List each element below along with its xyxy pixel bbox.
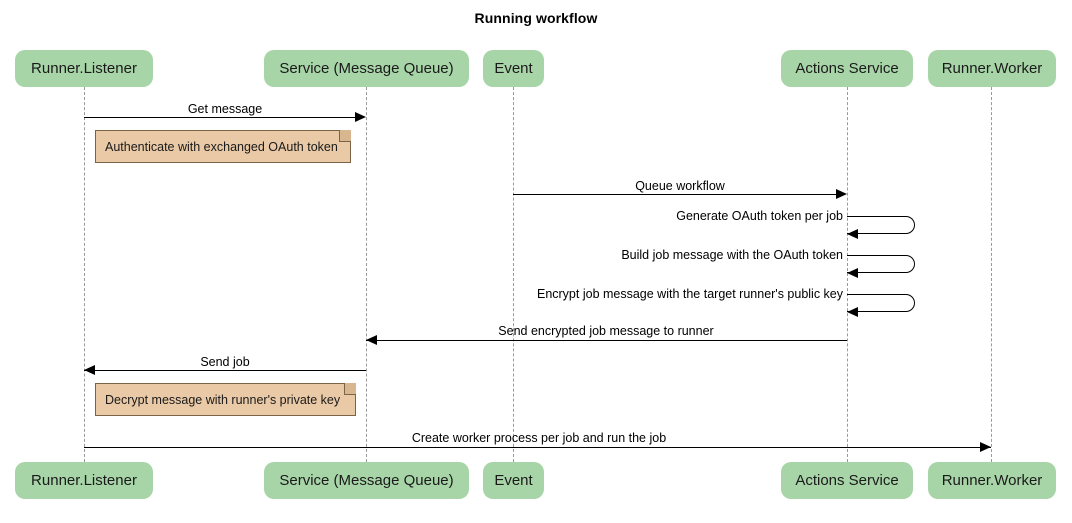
participant-label: Runner.Worker [941,472,1043,489]
arrowhead-send-job [84,365,95,375]
message-label-encrypt-job-message: Encrypt job message with the target runn… [536,287,843,301]
participant-actions-service-bottom[interactable]: Actions Service [781,462,913,499]
message-label-create-worker-process: Create worker process per job and run th… [411,431,667,445]
arrowhead-create-worker-process [980,442,991,452]
self-loop-build-job-message [847,255,915,273]
message-label-build-job-message: Build job message with the OAuth token [621,248,843,262]
note-label: Authenticate with exchanged OAuth token [105,139,338,154]
note-label: Decrypt message with runner's private ke… [105,392,341,407]
note-decrypt: Decrypt message with runner's private ke… [95,383,356,416]
participant-runner-listener-bottom[interactable]: Runner.Listener [15,462,153,499]
lifeline-runner-worker [991,87,992,462]
message-line-send-encrypted-job-message [366,340,847,341]
participant-label: Actions Service [795,60,899,77]
message-label-queue-workflow: Queue workflow [635,179,725,193]
message-line-send-job [84,370,366,371]
participant-label: Runner.Listener [31,60,137,77]
self-loop-encrypt-job-message [847,294,915,312]
arrowhead-build-job-message [847,268,858,278]
message-label-send-job: Send job [200,355,250,369]
participant-service-message-queue-top[interactable]: Service (Message Queue) [264,50,469,87]
participant-label: Runner.Worker [941,60,1043,77]
participant-runner-worker-top[interactable]: Runner.Worker [928,50,1056,87]
participant-label: Runner.Listener [31,472,137,489]
participant-service-message-queue-bottom[interactable]: Service (Message Queue) [264,462,469,499]
message-label-send-encrypted-job-message: Send encrypted job message to runner [498,324,714,338]
message-line-queue-workflow [513,194,837,195]
lifeline-event [513,87,514,462]
participant-label: Actions Service [795,472,899,489]
diagram-title: Running workflow [474,10,598,26]
participant-label: Event [494,472,533,489]
arrowhead-send-encrypted-job-message [366,335,377,345]
participant-label: Event [494,60,533,77]
lifeline-runner-listener [84,87,85,462]
note-authenticate: Authenticate with exchanged OAuth token [95,130,351,163]
note-fold-corner-icon [344,383,356,395]
message-label-generate-oauth-token: Generate OAuth token per job [676,209,843,223]
self-loop-generate-oauth-token [847,216,915,234]
participant-runner-worker-bottom[interactable]: Runner.Worker [928,462,1056,499]
message-line-get-message [84,117,356,118]
participant-label: Service (Message Queue) [279,60,454,77]
lifeline-service-message-queue [366,87,367,462]
arrowhead-encrypt-job-message [847,307,858,317]
participant-actions-service-top[interactable]: Actions Service [781,50,913,87]
arrowhead-get-message [355,112,366,122]
participant-event-top[interactable]: Event [483,50,544,87]
participant-label: Service (Message Queue) [279,472,454,489]
note-fold-corner-icon [339,130,351,142]
participant-runner-listener-top[interactable]: Runner.Listener [15,50,153,87]
participant-event-bottom[interactable]: Event [483,462,544,499]
arrowhead-generate-oauth-token [847,229,858,239]
message-label-get-message: Get message [187,102,263,116]
arrowhead-queue-workflow [836,189,847,199]
message-line-create-worker-process [84,447,991,448]
